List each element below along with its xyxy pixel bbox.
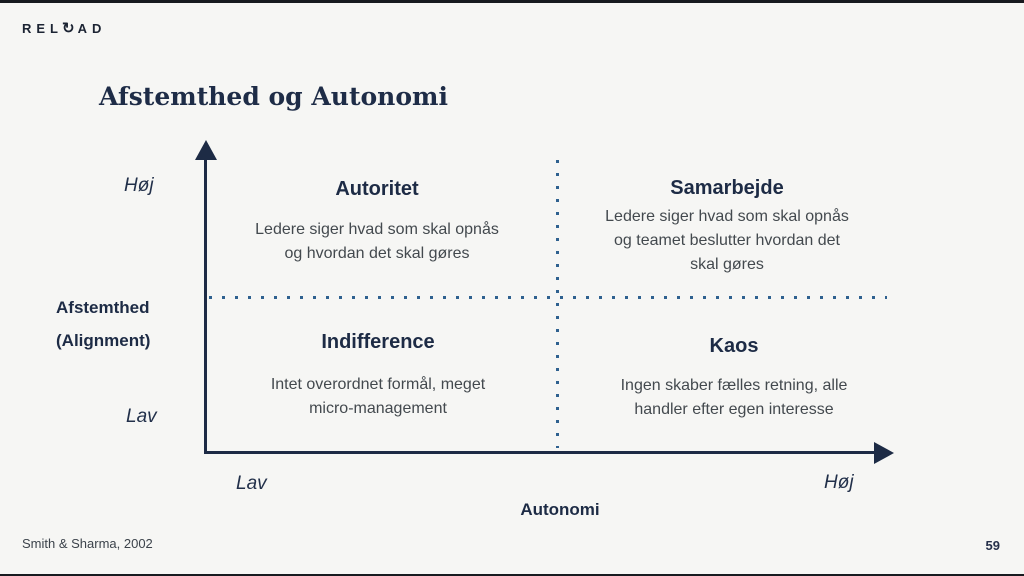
quadrant-description: Intet overordnet formål, meget micro-man… [270, 376, 486, 417]
x-axis-line [204, 451, 876, 454]
y-axis-arrow-icon [195, 140, 217, 160]
x-axis-high-label: Høj [824, 472, 854, 493]
page-number: 59 [985, 538, 1000, 553]
quadrant-top-left: Autoritet Ledere siger hvad som skal opn… [222, 177, 532, 266]
top-edge-line [0, 0, 1024, 3]
logo-text-left: REL [22, 21, 63, 36]
quadrant-title: Autoritet [335, 178, 419, 200]
quadrant-description: Ledere siger hvad som skal opnås og hvor… [255, 221, 499, 262]
page-title: Afstemthed og Autonomi [99, 82, 448, 111]
y-axis-title-line2: (Alignment) [56, 331, 151, 350]
x-axis-title: Autonomi [520, 500, 600, 519]
y-axis-title: Afstemthed (Alignment) [56, 291, 150, 357]
quadrant-bottom-left: Indifference Intet overordnet formål, me… [232, 330, 524, 421]
logo-text-right: AD [77, 21, 107, 36]
y-axis-title-line1: Afstemthed [56, 298, 150, 317]
quadrant-description: Ingen skaber fælles retning, alle handle… [620, 377, 848, 418]
horizontal-dotted-divider [209, 296, 887, 299]
quadrant-title: Indifference [321, 331, 435, 353]
vertical-dotted-divider [556, 160, 559, 448]
quadrant-top-right: Samarbejde Ledere siger hvad som skal op… [574, 176, 880, 277]
y-axis-high-label: Høj [124, 175, 154, 196]
x-axis-arrow-icon [874, 442, 894, 464]
reload-icon: ↻ [62, 20, 75, 37]
reload-logo: REL ↻ AD [22, 21, 106, 36]
y-axis-line [204, 158, 207, 454]
source-citation: Smith & Sharma, 2002 [22, 536, 153, 551]
quadrant-bottom-right: Kaos Ingen skaber fælles retning, alle h… [588, 334, 880, 422]
quadrant-title: Samarbejde [670, 177, 784, 199]
quadrant-title: Kaos [709, 335, 759, 357]
quadrant-description: Ledere siger hvad som skal opnås og team… [605, 208, 849, 273]
y-axis-low-label: Lav [126, 406, 157, 427]
x-axis-low-label: Lav [236, 473, 267, 494]
bottom-edge-line [0, 574, 1024, 576]
